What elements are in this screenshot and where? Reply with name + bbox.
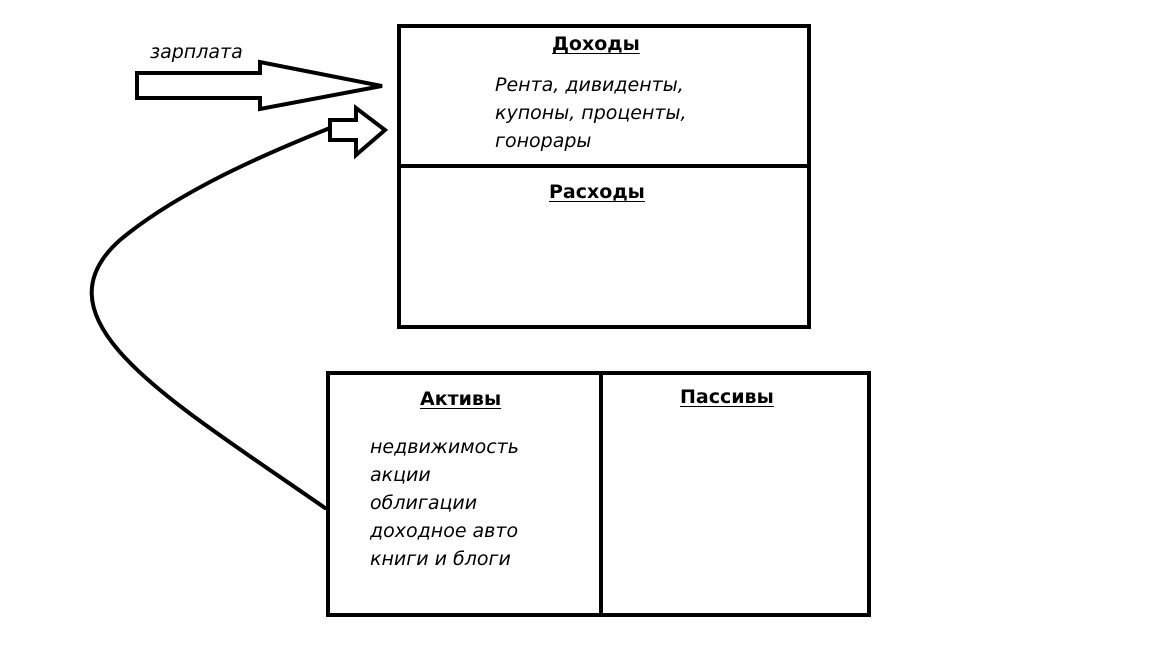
asset-item: акции [370, 464, 431, 486]
income-item: Рента, дивиденты, [495, 74, 684, 96]
salary-label: зарплата [150, 41, 243, 63]
income-statement-box [397, 24, 811, 329]
salary-arrow-icon [135, 59, 383, 112]
assets-title: Активы [420, 388, 502, 410]
asset-item: недвижимость [370, 436, 519, 458]
expenses-title: Расходы [549, 181, 645, 203]
asset-item: облигации [370, 492, 478, 514]
income-item: гонорары [495, 130, 592, 152]
liabilities-title: Пассивы [680, 386, 774, 408]
asset-item: книги и блоги [370, 548, 511, 570]
income-item: купоны, проценты, [495, 102, 687, 124]
asset-item: доходное авто [370, 520, 519, 542]
assets-to-income-curve [89, 126, 332, 510]
income-title: Доходы [552, 33, 640, 55]
balance-sheet-box [326, 371, 871, 617]
assets-income-arrow-icon [328, 103, 389, 160]
